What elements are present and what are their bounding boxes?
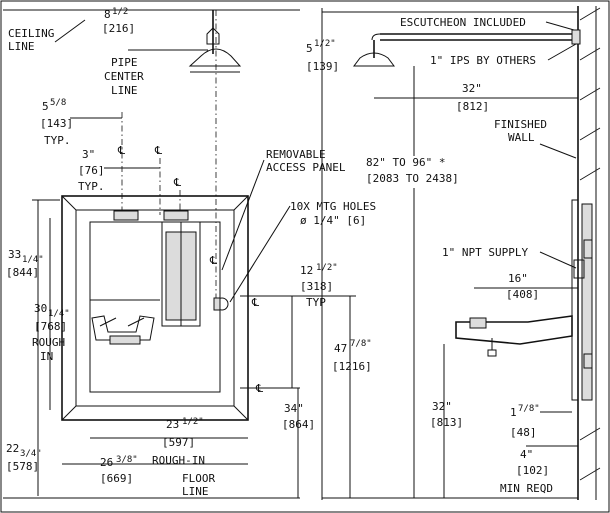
cl-marker-2: ℄ xyxy=(154,144,162,157)
pipe-center-dim: 8 xyxy=(104,8,111,21)
pipe-center-mm: [216] xyxy=(102,22,135,35)
d4-mm: [102] xyxy=(516,464,549,477)
h12-dim: 12 xyxy=(300,264,313,277)
h12-frac: 1/2" xyxy=(316,263,338,273)
escutcheon-label: ESCUTCHEON INCLUDED xyxy=(400,16,526,29)
w23-mm: [597] xyxy=(162,436,195,449)
cl-marker-5: ℄ xyxy=(251,296,259,309)
removable-leader xyxy=(221,159,265,271)
side-eyewash-bowl xyxy=(455,315,573,357)
ceiling-label-2: LINE xyxy=(8,40,35,53)
cabinet xyxy=(61,195,249,421)
w23-frac: 1/2" xyxy=(182,417,204,427)
floor-label-2: LINE xyxy=(182,485,209,498)
cl-marker-3: ℄ xyxy=(173,176,181,189)
h30-text-2: IN xyxy=(40,350,53,363)
h33-frac: 1/4" xyxy=(22,255,44,265)
d16-mm: [408] xyxy=(506,288,539,301)
w26-dim: 26 xyxy=(100,456,113,469)
typ-3-dim: 3" xyxy=(82,148,95,161)
w23-dim: 23 xyxy=(166,418,179,431)
mtg-label-1: 10X MTG HOLES xyxy=(290,200,376,213)
cl-marker-4: ℄ xyxy=(209,254,217,267)
h30-text-1: ROUGH xyxy=(32,336,65,349)
typ-5-dim: 5 xyxy=(42,100,49,113)
d32-mm: [812] xyxy=(456,100,489,113)
d1-mm: [48] xyxy=(510,426,537,439)
typ-5-mm: [143] xyxy=(40,117,73,130)
range-mm: [2083 TO 2438] xyxy=(366,172,459,185)
side-5-frac: 1/2" xyxy=(314,39,336,49)
removable-label-2: ACCESS PANEL xyxy=(266,161,346,174)
npt-label: 1" NPT SUPPLY xyxy=(442,246,528,259)
d1-frac: 7/8" xyxy=(518,404,540,414)
typ-3-mm: [76] xyxy=(78,164,105,177)
cl-marker-1: ℄ xyxy=(117,144,125,157)
h34-mm: [864] xyxy=(282,418,315,431)
shower-head xyxy=(188,27,242,73)
ips-label: 1" IPS BY OTHERS xyxy=(430,54,536,67)
removable-label-1: REMOVABLE xyxy=(266,148,326,161)
finished-wall-leader xyxy=(539,143,577,159)
ceiling-label-1: CEILING xyxy=(8,27,54,40)
w26-frac: 3/8" xyxy=(116,455,138,465)
d32-dim: 32" xyxy=(462,82,482,95)
h33-mm: [844] xyxy=(6,266,39,279)
pipe-center-text-1: PIPE xyxy=(111,56,138,69)
h22-mm: [578] xyxy=(6,460,39,473)
ips-leader xyxy=(547,43,577,61)
h22-frac: 3/4" xyxy=(20,449,42,459)
finished-wall-label-2: WALL xyxy=(508,131,535,144)
pipe-center-text-3: LINE xyxy=(111,84,138,97)
h12-mm: [318] xyxy=(300,280,333,293)
ceiling-leader xyxy=(54,19,86,43)
typ-5-typ: TYP. xyxy=(44,134,71,147)
h30-mm: [768] xyxy=(34,320,67,333)
finished-wall-label-1: FINISHED xyxy=(494,118,547,131)
side-5-dim: 5 xyxy=(306,42,313,55)
d1-dim: 1 xyxy=(510,406,517,419)
w26-mm: [669] xyxy=(100,472,133,485)
h34-dim: 34" xyxy=(284,402,304,415)
escutcheon-leader xyxy=(545,21,575,31)
npt-leader xyxy=(539,251,577,269)
h33-dim: 33 xyxy=(8,248,21,261)
h47-frac: 7/8" xyxy=(350,339,372,349)
typ-5-frac: 5/8 xyxy=(50,98,66,108)
h32-mm: [813] xyxy=(430,416,463,429)
mtg-label-2: ø 1/4" [6] xyxy=(300,214,366,227)
pipe-center-frac: 1/2 xyxy=(112,7,128,17)
side-cabinet xyxy=(571,199,593,401)
h12-typ: TYP xyxy=(306,296,326,309)
h22-dim: 22 xyxy=(6,442,19,455)
floor-label-1: FLOOR xyxy=(182,472,215,485)
range-dim: 82" TO 96" * xyxy=(366,156,445,169)
side-5-mm: [139] xyxy=(306,60,339,73)
h32-dim: 32" xyxy=(432,400,452,413)
h30-dim: 30 xyxy=(34,302,47,315)
rough-in-label: ROUGH-IN xyxy=(152,454,205,467)
h47-mm: [1216] xyxy=(332,360,372,373)
mtg-leader xyxy=(229,205,291,303)
pipe-center-text-2: CENTER xyxy=(104,70,144,83)
shower-arm xyxy=(353,29,581,67)
d4-dim: 4" xyxy=(520,448,533,461)
min-reqd-label: MIN REQD xyxy=(500,482,553,495)
h30-frac: 1/4" xyxy=(48,309,70,319)
typ-3-typ: TYP. xyxy=(78,180,105,193)
d16-dim: 16" xyxy=(508,272,528,285)
h47-dim: 47 xyxy=(334,342,347,355)
